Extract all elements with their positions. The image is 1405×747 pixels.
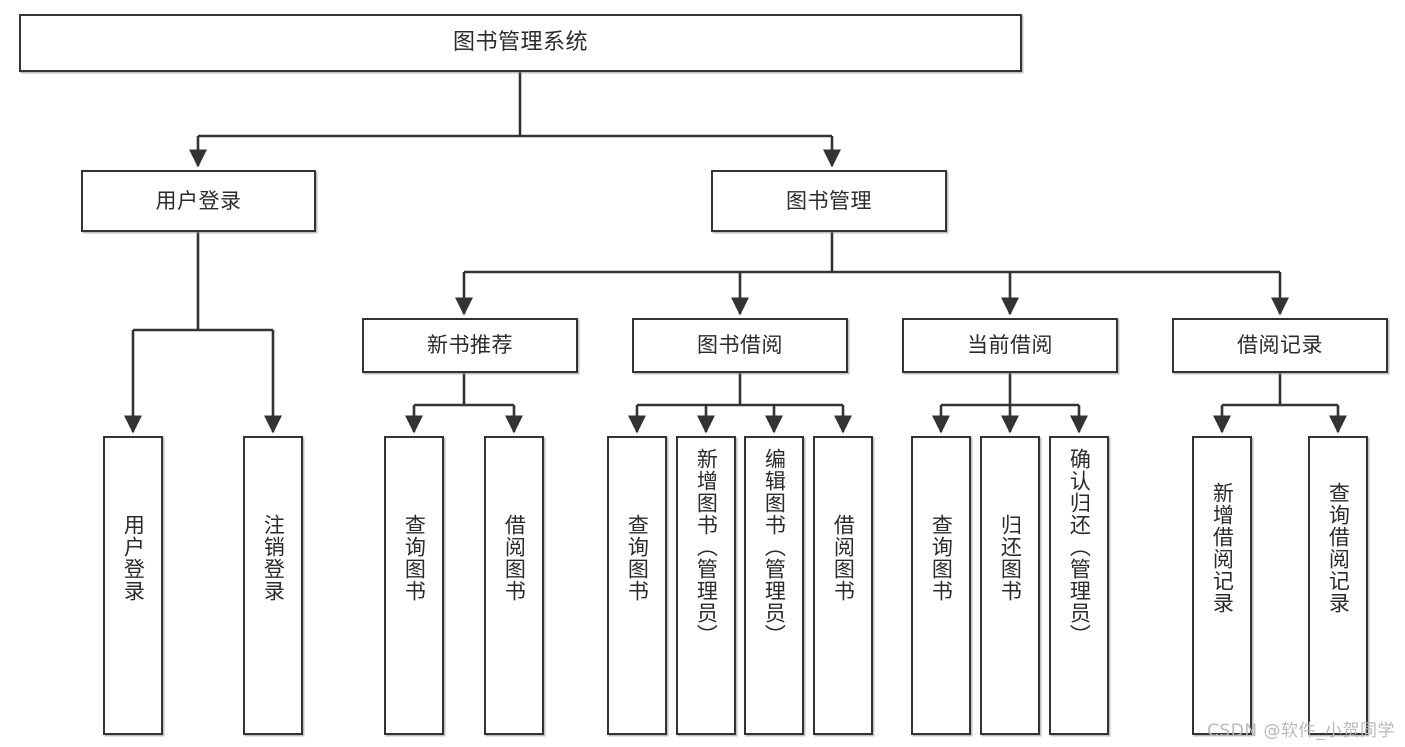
node-leaf-current-confirm-return-admin-label: 确认归还（管理员） [1067, 448, 1092, 646]
node-book-borrow[interactable]: 图书借阅 [632, 318, 848, 373]
node-leaf-record-query-record-label: 查询借阅记录 [1326, 482, 1351, 614]
node-leaf-current-confirm-return-admin[interactable]: 确认归还（管理员） [1049, 436, 1109, 735]
node-book-management[interactable]: 图书管理 [711, 170, 947, 232]
node-leaf-current-query-book-label: 查询图书 [929, 514, 954, 602]
node-leaf-borrow-borrow-book[interactable]: 借阅图书 [813, 436, 873, 735]
node-user-login-label: 用户登录 [155, 188, 242, 213]
node-current-borrow-label: 当前借阅 [967, 333, 1053, 358]
node-leaf-record-query-record[interactable]: 查询借阅记录 [1308, 436, 1368, 735]
node-leaf-user-login-label: 用户登录 [121, 514, 146, 602]
node-leaf-current-query-book[interactable]: 查询图书 [911, 436, 971, 735]
node-leaf-borrow-add-book-admin[interactable]: 新增图书（管理员） [676, 436, 736, 735]
node-leaf-current-return-book[interactable]: 归还图书 [980, 436, 1040, 735]
node-leaf-borrow-edit-book-admin-label: 编辑图书（管理员） [762, 448, 787, 646]
node-leaf-current-return-book-label: 归还图书 [998, 514, 1023, 602]
node-book-borrow-label: 图书借阅 [697, 333, 783, 358]
node-borrow-record-label: 借阅记录 [1237, 333, 1323, 358]
node-new-book-recommend-label: 新书推荐 [427, 333, 513, 358]
node-leaf-user-logout[interactable]: 注销登录 [243, 436, 303, 735]
node-leaf-borrow-borrow-book-label: 借阅图书 [831, 514, 856, 602]
node-leaf-recommend-borrow-book[interactable]: 借阅图书 [484, 436, 544, 735]
node-leaf-borrow-add-book-admin-label: 新增图书（管理员） [694, 448, 719, 646]
node-leaf-record-add-record[interactable]: 新增借阅记录 [1192, 436, 1252, 735]
node-borrow-record[interactable]: 借阅记录 [1172, 318, 1388, 373]
node-root-label: 图书管理系统 [452, 29, 588, 55]
node-leaf-recommend-borrow-book-label: 借阅图书 [502, 514, 527, 602]
node-leaf-borrow-query-book[interactable]: 查询图书 [607, 436, 667, 735]
node-leaf-borrow-edit-book-admin[interactable]: 编辑图书（管理员） [744, 436, 804, 735]
node-user-login[interactable]: 用户登录 [81, 170, 316, 232]
node-root-book-management-system[interactable]: 图书管理系统 [19, 14, 1022, 72]
node-new-book-recommend[interactable]: 新书推荐 [362, 318, 578, 373]
node-current-borrow[interactable]: 当前借阅 [902, 318, 1118, 373]
node-leaf-record-add-record-label: 新增借阅记录 [1210, 482, 1235, 614]
node-leaf-recommend-query-book-label: 查询图书 [402, 514, 427, 602]
node-leaf-recommend-query-book[interactable]: 查询图书 [384, 436, 444, 735]
node-leaf-user-login[interactable]: 用户登录 [103, 436, 163, 735]
node-leaf-user-logout-label: 注销登录 [261, 514, 286, 602]
node-leaf-borrow-query-book-label: 查询图书 [625, 514, 650, 602]
node-book-management-label: 图书管理 [786, 188, 872, 213]
